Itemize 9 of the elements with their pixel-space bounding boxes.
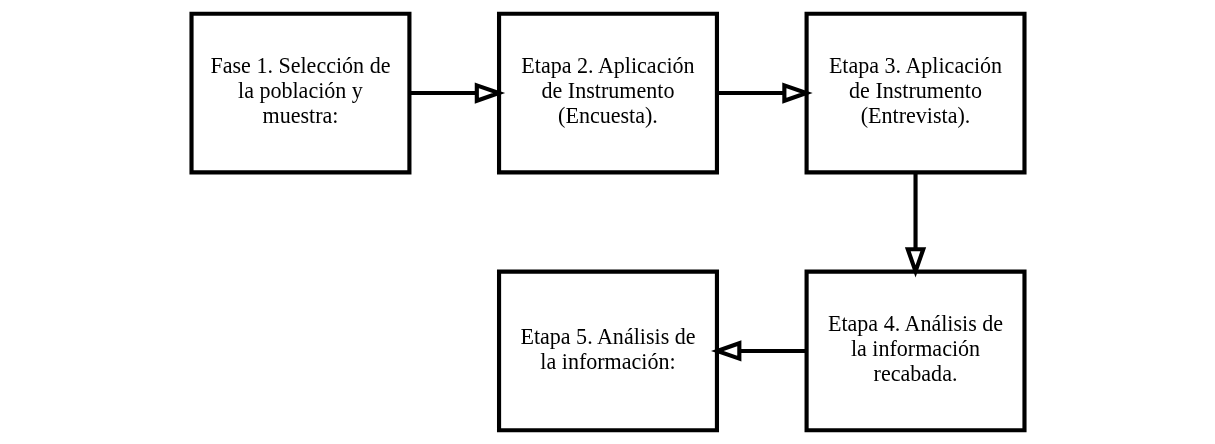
arrow xyxy=(716,82,813,104)
node-box: Etapa 2. Aplicación de Instrumento (Encuesta). xyxy=(496,11,719,175)
arrow xyxy=(904,172,926,278)
node-box: Etapa 5. Análisis de la información: xyxy=(496,269,719,433)
node-box: Etapa 4. Análisis de la información recabada. xyxy=(804,269,1027,433)
arrow xyxy=(409,82,505,104)
arrow xyxy=(710,340,806,362)
node-box: Fase 1. Selección de la población y muestra: xyxy=(188,11,411,175)
node-box: Etapa 3. Aplicación de Instrumento (Entrevista). xyxy=(804,11,1027,175)
